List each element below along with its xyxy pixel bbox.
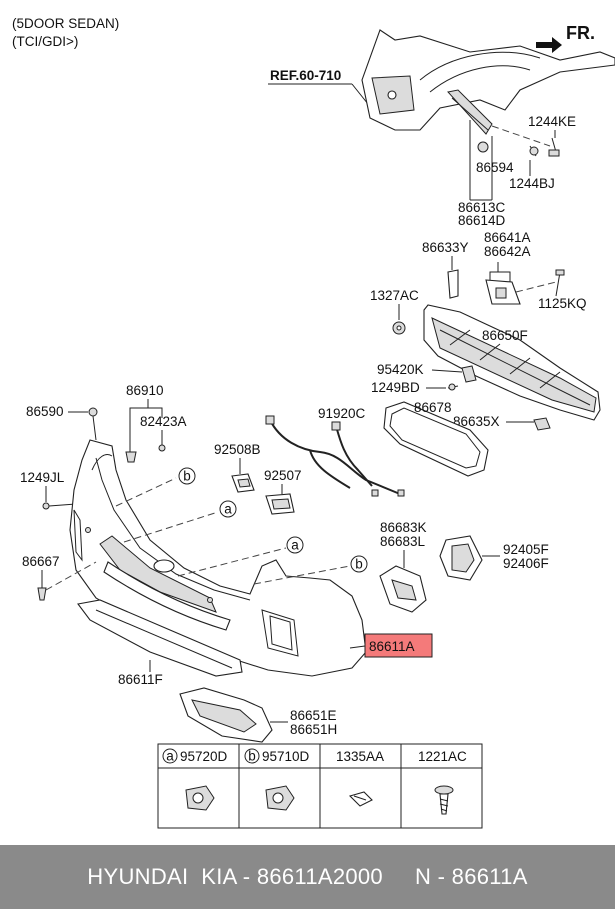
reflex-lamp-92405F	[439, 535, 483, 581]
engine-subtitle: (TCI/GDI>)	[12, 34, 78, 49]
guide-b-lower	[253, 565, 351, 585]
front-direction-arrow-icon	[536, 37, 562, 53]
under-cover-86611F	[77, 599, 243, 677]
legend-code-1221AC: 1221AC	[418, 749, 467, 764]
callout-86611F: 86611F	[118, 672, 163, 687]
parts-diagram: (5DOOR SEDAN) (TCI/GDI>) FR. REF.60-710 …	[12, 16, 615, 829]
callout-1244BJ: 1244BJ	[509, 176, 555, 191]
marker-a-lower: a	[286, 536, 304, 554]
legend-code-95710D: 95710D	[262, 749, 310, 764]
callout-86633Y: 86633Y	[422, 240, 469, 255]
callout-86651H: 86651H	[290, 722, 337, 737]
callout-86683L: 86683L	[380, 534, 426, 549]
callout-1125KQ: 1125KQ	[538, 296, 587, 311]
callout-91920C: 91920C	[318, 406, 366, 421]
leader-95420K	[431, 369, 463, 373]
callout-86650F: 86650F	[482, 328, 528, 343]
marker-b-lower: b	[350, 555, 368, 573]
license-lamp-92507	[265, 493, 295, 515]
callout-86683K: 86683K	[380, 520, 427, 535]
bolt-1125KQ	[555, 269, 565, 297]
wiring-harness-91920C	[265, 415, 405, 497]
parking-sensor-a-icon	[185, 785, 215, 811]
screw-icon	[434, 785, 454, 815]
callout-86594: 86594	[476, 160, 514, 175]
leader-86641A	[489, 262, 511, 282]
bolt-1249BD	[447, 383, 459, 391]
license-lamp-92508B	[231, 473, 255, 493]
highlight-box	[364, 633, 433, 658]
model-title: (5DOOR SEDAN)	[12, 16, 119, 31]
fastener-legend-table: a 95720D b 95710D 1335AA 1221AC	[157, 743, 483, 829]
rear-bumper-cover	[69, 439, 367, 677]
callout-92405F: 92405F	[503, 542, 549, 557]
bracket-95420K	[461, 365, 477, 383]
svg-text:b: b	[183, 469, 191, 484]
parking-sensor-b-icon	[265, 785, 295, 811]
callout-86614D: 86614D	[458, 213, 506, 228]
guide-a-lower	[177, 547, 287, 577]
rivet-82423A	[158, 444, 166, 452]
callout-92507: 92507	[264, 468, 302, 483]
leader-86613C	[469, 120, 493, 201]
callout-86651E: 86651E	[290, 708, 337, 723]
reflector-86683K	[379, 565, 427, 613]
callout-86642A: 86642A	[484, 244, 531, 259]
callout-86910: 86910	[126, 383, 164, 398]
callout-86635X: 86635X	[453, 414, 500, 429]
guide-b-upper	[115, 477, 177, 507]
side-bracket	[447, 89, 493, 135]
legend-code-95720D: 95720D	[180, 749, 228, 764]
spring-clip-icon	[348, 791, 373, 807]
guide-a-upper	[123, 511, 219, 543]
bracket-86633Y	[447, 269, 459, 299]
rear-quarter-panel	[361, 29, 615, 131]
bolt-1249JL	[42, 502, 77, 510]
legend-code-1335AA: 1335AA	[336, 749, 384, 764]
leader-86611A	[349, 645, 366, 649]
svg-text:b: b	[355, 557, 363, 572]
bracket-86910	[125, 451, 137, 463]
guide-86667	[45, 561, 97, 591]
nut-1327AC	[392, 321, 406, 335]
marker-a-upper: a	[219, 500, 237, 518]
clip-86635X	[533, 417, 551, 431]
bumper-beam	[423, 304, 601, 421]
front-direction-label: FR.	[566, 23, 595, 43]
bolt-1125KQ-guide	[515, 281, 557, 293]
svg-text:a: a	[224, 502, 232, 517]
reference-label: REF.60-710	[270, 68, 341, 83]
legend-marker-a: a	[166, 749, 174, 764]
screw-guide-line	[491, 125, 551, 147]
callout-86641A: 86641A	[484, 230, 531, 245]
reference-leader	[351, 83, 369, 105]
callout-1327AC: 1327AC	[370, 288, 419, 303]
screw-1244KE	[548, 137, 560, 157]
legend-marker-b: b	[248, 749, 256, 764]
callout-1249JL: 1249JL	[20, 470, 65, 485]
callout-86613C: 86613C	[458, 200, 506, 215]
screw-1244BJ	[529, 145, 539, 157]
mount-bracket-86641A	[485, 279, 521, 305]
footer-part-numbers: HYUNDAI KIA - 86611A2000 N - 86611A	[87, 864, 528, 889]
leader-86910	[129, 399, 163, 452]
side-bracket-86651E	[179, 687, 273, 743]
clip-86594	[477, 141, 489, 153]
callout-86667: 86667	[22, 554, 60, 569]
callout-86678: 86678	[414, 400, 452, 415]
part-number-footer: HYUNDAI KIA - 86611A2000 N - 86611A	[0, 845, 615, 909]
callout-86611A: 86611A	[369, 639, 415, 654]
cap-86667	[37, 587, 47, 601]
grille-frame-86678	[383, 401, 489, 477]
callout-86590: 86590	[26, 404, 64, 419]
callout-82423A: 82423A	[140, 414, 187, 429]
callout-92406F: 92406F	[503, 556, 549, 571]
callout-95420K: 95420K	[377, 362, 424, 377]
callout-1249BD: 1249BD	[371, 380, 420, 395]
svg-text:a: a	[291, 538, 299, 553]
callout-92508B: 92508B	[214, 442, 261, 457]
callout-1244KE: 1244KE	[528, 114, 576, 129]
marker-b-upper: b	[178, 467, 196, 485]
clip-86590	[88, 407, 98, 441]
